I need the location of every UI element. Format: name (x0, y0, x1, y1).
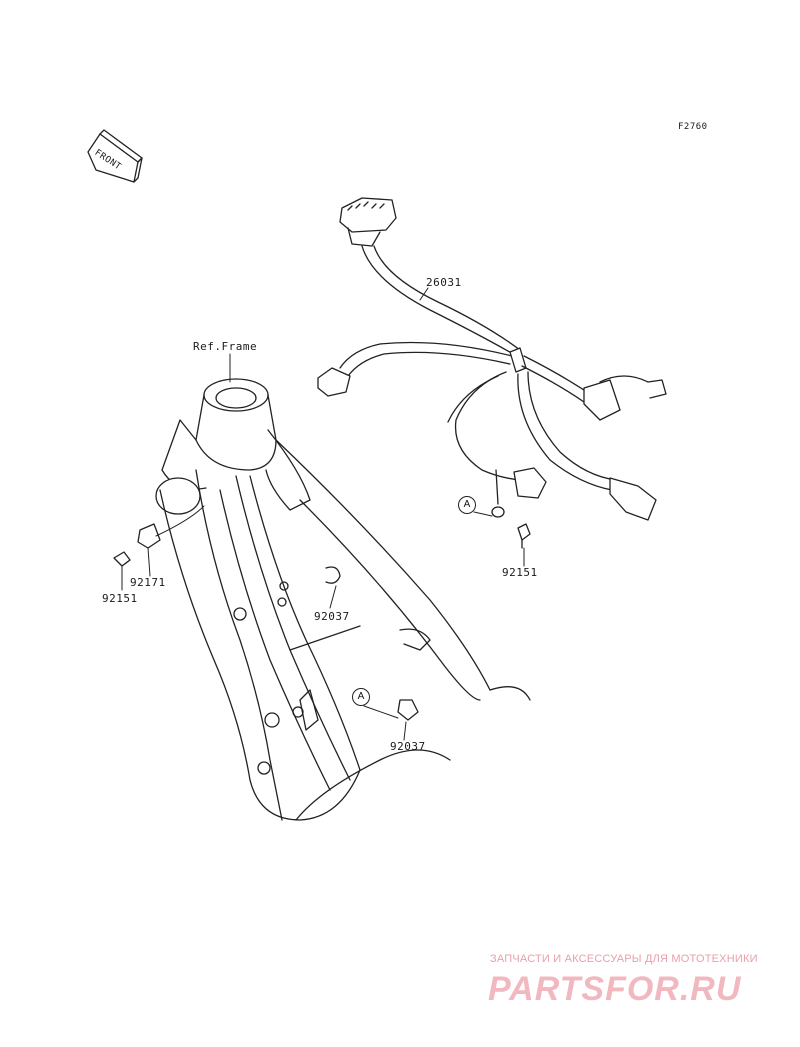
clamp-92171 (137, 523, 161, 549)
marker-a-upper: A (458, 496, 476, 514)
ref-frame-label: Ref.Frame (193, 340, 258, 353)
bolt-92151-right (517, 523, 531, 549)
marker-a-lower: A (352, 688, 370, 706)
watermark-tagline: ЗАПЧАСТИ И АКСЕССУАРЫ ДЛЯ МОТОТЕХНИКИ (490, 953, 758, 965)
leader-lines (121, 287, 525, 741)
figure-code: F2760 (678, 122, 708, 132)
callout-26031: 26031 (426, 276, 462, 289)
watermark-logo: PARTSFOR.RU (488, 970, 742, 1008)
callout-92037-low: 92037 (390, 740, 426, 753)
frame (155, 378, 531, 821)
front-arrow-icon (87, 129, 143, 183)
wiring-harness-26031 (317, 197, 667, 521)
callout-92171: 92171 (130, 576, 166, 589)
callout-92151-left: 92151 (102, 592, 138, 605)
clamp-92037-low (397, 699, 419, 721)
clamp-92037-mid (325, 566, 341, 584)
bolt-92151-left (113, 551, 131, 567)
callout-92151-right: 92151 (502, 566, 538, 579)
callout-92037-mid: 92037 (314, 610, 350, 623)
